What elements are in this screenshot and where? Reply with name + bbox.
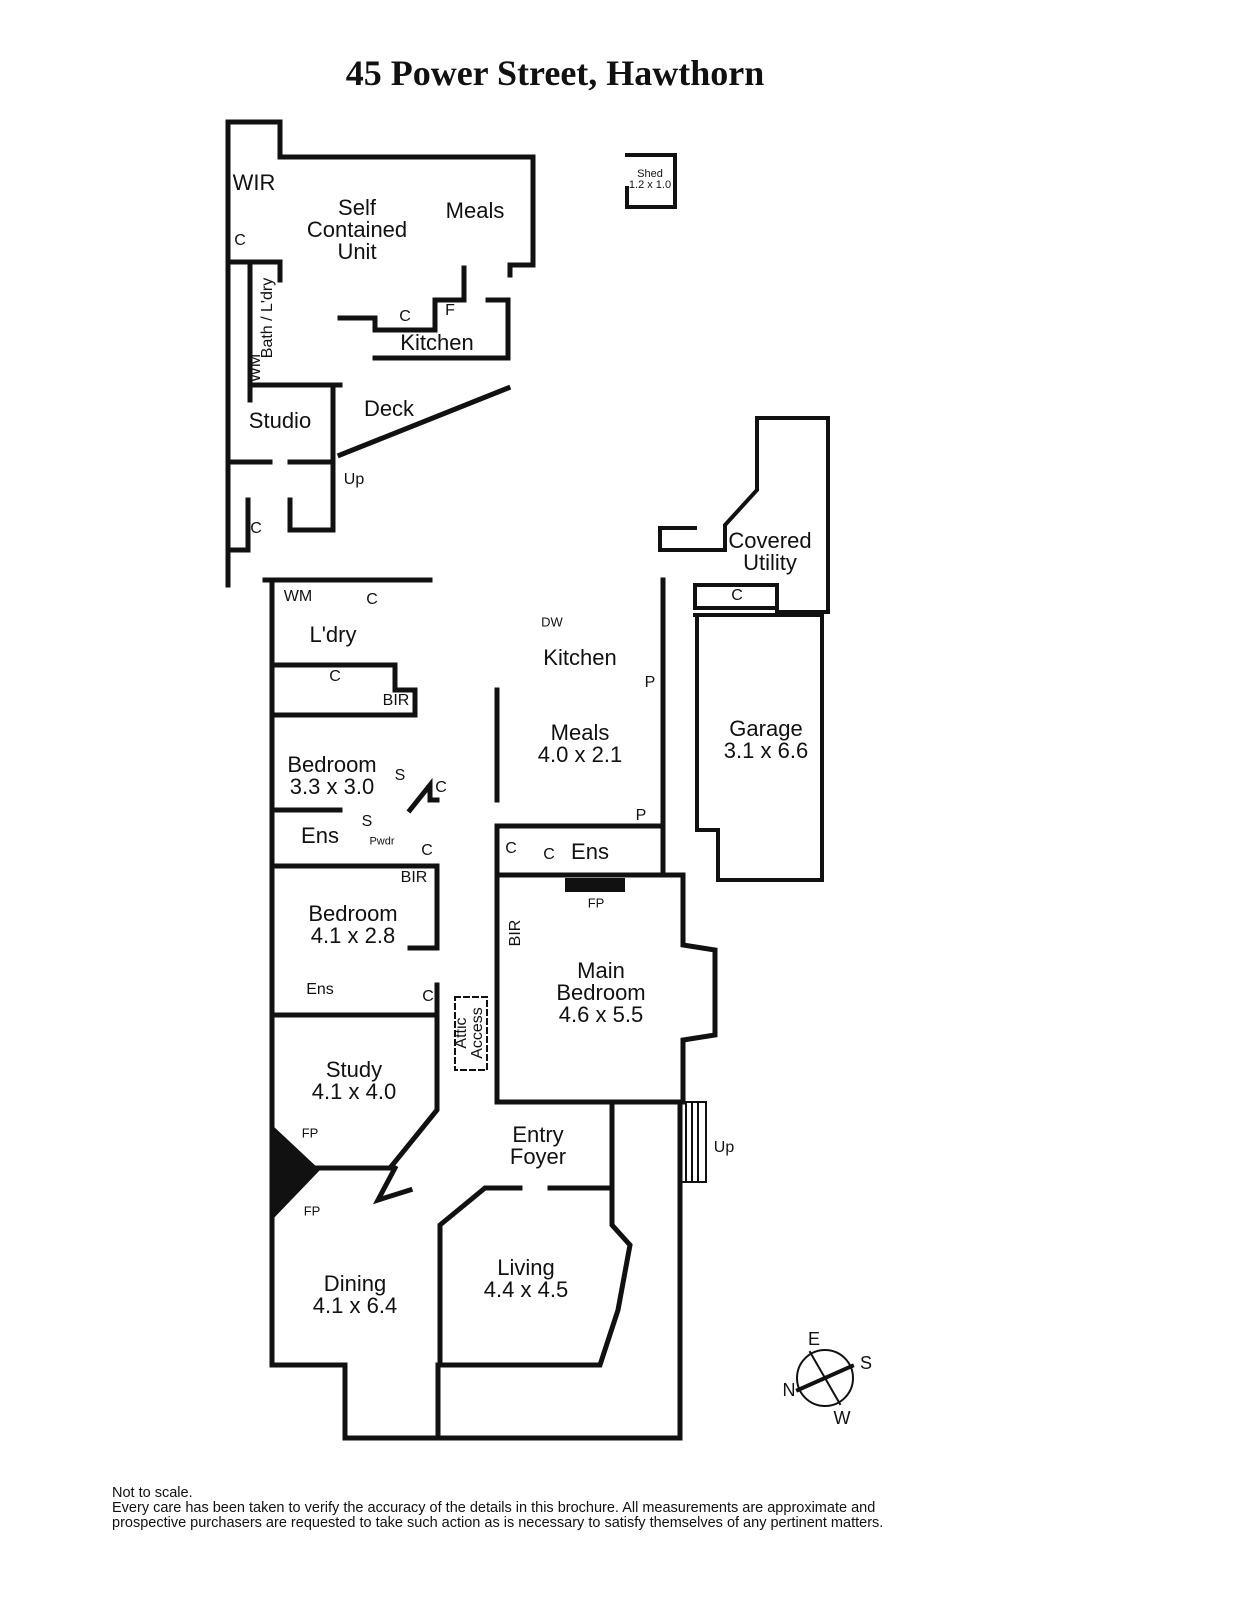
main-bedroom-dims: 4.6 x 5.5 (558, 1002, 644, 1027)
room-kitchen: Kitchen (543, 645, 617, 670)
room-ensuite-3: Ens (571, 839, 609, 864)
label-pantry: P (644, 674, 656, 691)
room-covered-utility: Covered Utility (728, 528, 812, 575)
bedroom-1-name: Bedroom (287, 752, 377, 777)
label-bir: BIR (507, 919, 524, 947)
room-laundry: L'dry (309, 622, 357, 647)
disclaimer-line-2: prospective purchasers are requested to … (112, 1515, 884, 1531)
compass-south: S (859, 1353, 873, 1373)
label-cupboard: C (234, 232, 246, 249)
compass-icon (795, 1349, 855, 1407)
bedroom-2-name: Bedroom (308, 901, 398, 926)
study-dims: 4.1 x 4.0 (311, 1079, 397, 1104)
label-cupboard: C (435, 779, 447, 796)
label-fridge: F (445, 302, 455, 319)
label-wm: WM (283, 588, 313, 605)
living-name: Living (497, 1255, 555, 1280)
fireplace-icon (272, 1125, 320, 1220)
meals-dims: 4.0 x 2.1 (537, 742, 623, 767)
compass-north: N (782, 1380, 796, 1400)
study-name: Study (325, 1057, 383, 1082)
label-bir: BIR (400, 869, 428, 886)
garage-name: Garage (729, 716, 803, 741)
shed-walls (625, 153, 677, 209)
disclaimer: Not to scale. Every care has been taken … (112, 1486, 883, 1531)
dining-name: Dining (323, 1271, 387, 1296)
attic-hatch (454, 996, 488, 1071)
label-fireplace: FP (587, 895, 605, 911)
label-cupboard: C (543, 846, 555, 863)
label-cupboard: C (329, 668, 341, 685)
room-studio: Studio (248, 408, 312, 433)
label-pantry: P (635, 807, 647, 824)
garage-walls (658, 416, 830, 882)
room-unit-meals: Meals (445, 198, 505, 223)
stairs-icon (679, 1101, 707, 1183)
label-wm: WM (247, 353, 264, 383)
garage-dims: 3.1 x 6.6 (723, 738, 809, 763)
label-cupboard: C (366, 591, 378, 608)
disclaimer-scale: Not to scale. (112, 1485, 193, 1501)
main-bedroom-name: Main Bedroom (556, 958, 646, 1005)
room-unit-kitchen: Kitchen (400, 330, 474, 355)
room-bath-laundry: Bath / L'dry (259, 277, 276, 359)
living-dims: 4.4 x 4.5 (483, 1277, 569, 1302)
label-cupboard: C (250, 520, 262, 537)
room-self-contained-unit: Self Contained Unit (306, 195, 408, 264)
label-bir: BIR (382, 692, 410, 709)
room-wir: WIR (232, 170, 276, 195)
room-ensuite-2: Ens (306, 981, 334, 998)
house-walls (225, 577, 718, 1441)
meals-name: Meals (550, 720, 610, 745)
label-cupboard: C (731, 587, 743, 604)
label-fireplace: FP (301, 1125, 319, 1141)
disclaimer-line-1: Every care has been taken to verify the … (112, 1500, 876, 1516)
label-up: Up (713, 1139, 735, 1156)
room-deck: Deck (363, 396, 415, 421)
label-fireplace: FP (303, 1203, 321, 1219)
label-attic-access: Attic Access (453, 1007, 486, 1059)
label-up: Up (343, 471, 365, 488)
label-shelves: S (394, 767, 406, 784)
compass-west: W (833, 1408, 851, 1428)
room-powder: Pwdr (369, 835, 395, 848)
dining-dims: 4.1 x 6.4 (312, 1293, 398, 1318)
shed-name: Shed (637, 168, 663, 180)
label-cupboard: C (422, 988, 434, 1005)
label-cupboard: C (421, 842, 433, 859)
shed-dims: 1.2 x 1.0 (628, 179, 672, 191)
room-entry-foyer: Entry Foyer (509, 1122, 567, 1169)
label-cupboard: C (399, 308, 411, 325)
fireplace-icon (565, 878, 625, 892)
unit-walls (225, 119, 536, 588)
label-cupboard: C (505, 840, 517, 857)
page-title: 45 Power Street, Hawthorn (345, 53, 765, 93)
label-shelves: S (361, 813, 373, 830)
bedroom-2-dims: 4.1 x 2.8 (310, 923, 396, 948)
label-dishwasher: DW (541, 614, 563, 630)
compass-east: E (807, 1329, 821, 1349)
room-ensuite-1: Ens (301, 823, 339, 848)
bedroom-1-dims: 3.3 x 3.0 (289, 774, 375, 799)
